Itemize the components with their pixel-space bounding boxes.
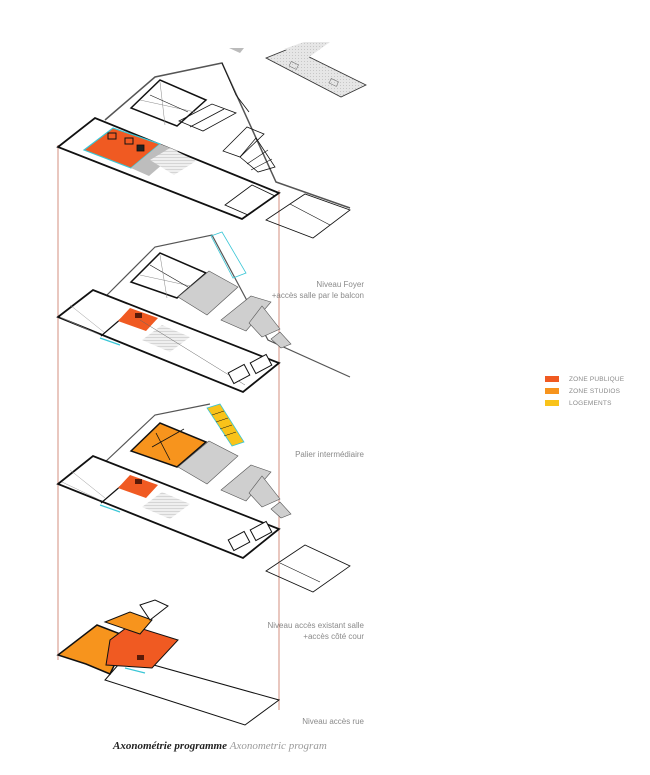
level-label-acces-salle-line2: +accès côté cour xyxy=(303,632,364,641)
legend-swatch-zone-studios xyxy=(545,388,559,394)
level-label-palier-line1: Palier intermédiaire xyxy=(295,450,364,459)
legend-label: ZONE PUBLIQUE xyxy=(569,375,625,383)
level-label-acces-salle-line1: Niveau accès existant salle xyxy=(267,621,365,630)
level-balcon-plan xyxy=(56,231,351,394)
level-label-acces-salle: Niveau accès existant salle +accès côté … xyxy=(268,620,365,642)
level-label-foyer-line1: Niveau Foyer xyxy=(316,280,364,289)
legend-item-zone-studios: ZONE STUDIOS xyxy=(545,386,624,396)
legend-swatch-logements xyxy=(545,400,559,406)
legend-item-logements: LOGEMENTS xyxy=(545,398,624,408)
caption-french: Axonométrie programme xyxy=(113,740,227,752)
level-label-foyer-line2: +accès salle par le balcon xyxy=(271,291,364,300)
level-label-foyer: Niveau Foyer +accès salle par le balcon xyxy=(272,279,364,301)
legend-label: ZONE STUDIOS xyxy=(569,387,621,395)
level-label-acces-rue: Niveau accès rue xyxy=(302,716,364,727)
level-label-palier: Palier intermédiaire xyxy=(295,449,364,460)
figure-caption: Axonométrie programme Axonometric progra… xyxy=(113,740,327,752)
legend-swatch-zone-publique xyxy=(545,376,559,382)
level-label-acces-rue-line1: Niveau accès rue xyxy=(302,717,364,726)
legend: ZONE PUBLIQUE ZONE STUDIOS LOGEMENTS xyxy=(545,374,624,410)
level-foyer-plan xyxy=(56,42,367,239)
caption-english: Axonometric program xyxy=(229,740,327,752)
legend-label: LOGEMENTS xyxy=(569,399,612,407)
legend-item-zone-publique: ZONE PUBLIQUE xyxy=(545,374,624,384)
vertical-guides xyxy=(57,145,280,710)
level-rue-plan xyxy=(56,599,281,726)
level-palier-plan xyxy=(56,403,351,593)
